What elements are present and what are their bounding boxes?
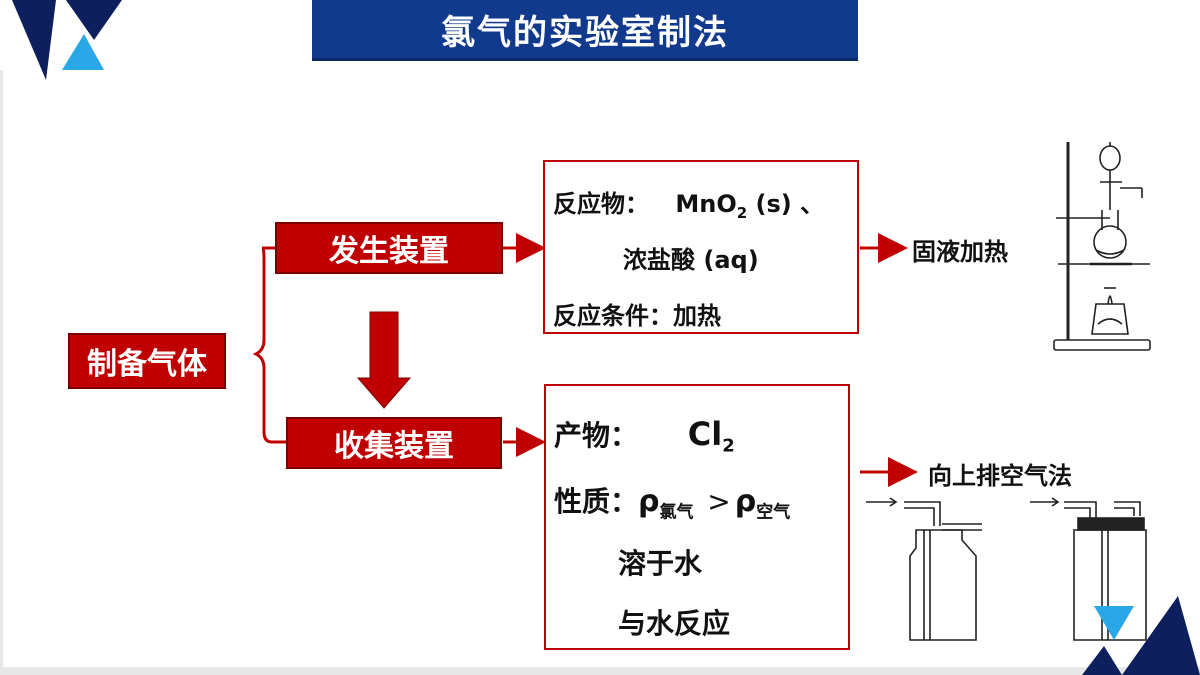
- product-cl2: Cl: [687, 415, 723, 453]
- condition-line: 反应条件：加热: [553, 296, 721, 331]
- rho-chlorine: ρ: [638, 484, 660, 519]
- result-upward-air-displacement: 向上排空气法: [928, 462, 1072, 490]
- root-node-prepare-gas: 制备气体: [68, 333, 226, 389]
- reactant-mno2: MnO: [675, 190, 737, 218]
- page-title: 氯气的实验室制法: [312, 0, 858, 61]
- rho-chlorine-subscript: 氯气: [659, 502, 694, 523]
- collection-bottle-icon: [866, 497, 982, 641]
- product-cl2-subscript: 2: [722, 435, 735, 457]
- reactant-line: 反应物： MnO2 (s) 、: [553, 184, 824, 222]
- generation-info-box: 反应物： MnO2 (s) 、 浓盐酸 (aq) 反应条件：加热: [543, 160, 859, 334]
- collection-bottle-stopper-icon: [1030, 497, 1147, 641]
- reactant-hcl: 浓盐酸 (aq): [623, 246, 759, 274]
- condition-label: 反应条件：: [553, 302, 673, 330]
- collection-device-box: 收集装置: [286, 417, 502, 469]
- property-reacts-water: 与水反应: [618, 607, 731, 640]
- property-line: 性质：ρ氯气 >ρ空气: [554, 480, 790, 523]
- generation-apparatus-icon: [1053, 142, 1151, 351]
- frame-left-line: [0, 70, 3, 667]
- collection-info-box: 产物： Cl2 性质：ρ氯气 >ρ空气 溶于水 与水反应: [544, 384, 850, 650]
- down-arrow: [356, 311, 412, 409]
- condition-value: 加热: [673, 302, 721, 330]
- generation-device-box: 发生装置: [275, 222, 503, 274]
- compare-sign: >: [707, 485, 731, 518]
- rho-air: ρ: [734, 484, 757, 519]
- logo-icon: [12, 0, 122, 80]
- product-label: 产物：: [554, 419, 639, 452]
- brace-connector: [252, 246, 286, 444]
- frame-bottom-line: [0, 667, 1200, 675]
- product-line: 产物： Cl2: [554, 414, 735, 457]
- property-label: 性质：: [554, 485, 639, 518]
- property-soluble: 溶于水: [618, 547, 703, 580]
- rho-air-subscript: 空气: [756, 502, 791, 523]
- reactant-label: 反应物：: [553, 190, 649, 218]
- result-solid-liquid-heating: 固液加热: [912, 238, 1008, 266]
- reactant-mno2-state: (s) 、: [747, 190, 825, 218]
- corner-logo-icon: [1082, 596, 1200, 675]
- reactant-mno2-subscript: 2: [736, 203, 748, 222]
